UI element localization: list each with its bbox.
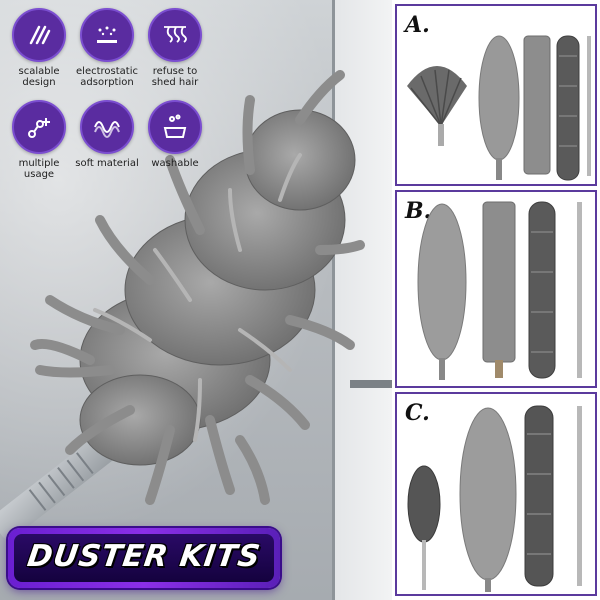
extension-pole-icon: [587, 36, 591, 176]
extension-pole-icon: [577, 202, 582, 378]
kit-a-items: [407, 35, 591, 181]
duster-photo: scalable design electrostatic adsorption…: [0, 0, 392, 600]
sparkle-dots-icon: [80, 8, 134, 62]
chenille-duster-icon: [528, 201, 556, 379]
extension-pole-icon: [577, 406, 582, 586]
kit-b-items: [417, 201, 582, 380]
kit-panel-c: C.: [395, 392, 597, 596]
flat-microfiber-duster-icon: [523, 35, 551, 175]
banner-inner: [14, 534, 274, 582]
slashes-icon: [12, 8, 66, 62]
fan-brush-head-icon: [407, 66, 467, 146]
chenille-strands: [30, 70, 365, 505]
wave-coil-icon: [80, 100, 134, 154]
door-gap: [350, 380, 392, 388]
feature-grid: scalable design electrostatic adsorption…: [0, 0, 210, 190]
feature-multiple: multiple usage: [4, 92, 74, 180]
kit-panel-b: B.: [395, 190, 597, 388]
fluffy-duster-head-icon: [417, 203, 467, 380]
branch-plus-icon: [12, 100, 66, 154]
chenille-head: [79, 109, 356, 466]
chenille-duster-icon: [524, 405, 554, 587]
feature-label: washable: [151, 158, 199, 169]
feature-electrostatic: electrostatic adsorption: [72, 0, 142, 88]
kit-c-items: [407, 405, 582, 592]
feature-no-shed: refuse to shed hair: [140, 0, 210, 88]
feature-label: refuse to shed hair: [151, 66, 199, 88]
feature-label: soft material: [75, 158, 139, 169]
kit-letter: C.: [405, 400, 430, 426]
fluffy-duster-head-icon: [478, 35, 520, 180]
chenille-duster-icon: [556, 35, 580, 181]
kit-panel-a: A.: [395, 4, 597, 186]
feature-soft: soft material: [72, 92, 142, 169]
kit-letter: A.: [405, 12, 430, 38]
duster-kits-banner: DUSTER KITS: [8, 528, 280, 588]
large-duster-illustration: [0, 70, 365, 540]
feature-label: scalable design: [18, 66, 60, 88]
flat-microfiber-duster-icon: [482, 201, 516, 378]
chenille-strand-highlights: [93, 153, 302, 442]
banner-text: DUSTER KITS: [25, 539, 263, 574]
fluffy-duster-head-icon: [459, 407, 517, 592]
small-chenille-duster-icon: [407, 465, 441, 590]
feature-label: multiple usage: [18, 158, 60, 180]
feature-washable: washable: [140, 92, 210, 169]
kit-letter: B.: [405, 198, 432, 224]
feature-scalable: scalable design: [4, 0, 74, 88]
feature-label: electrostatic adsorption: [76, 66, 138, 88]
swirl-hair-icon: [148, 8, 202, 62]
hand-wash-icon: [148, 100, 202, 154]
white-door: [332, 0, 392, 600]
